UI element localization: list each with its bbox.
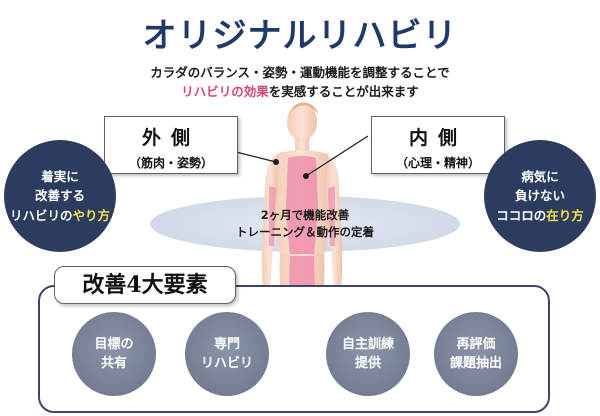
element-line2: 提供 <box>354 356 381 371</box>
page-title: オリジナルリハビリ <box>142 16 458 56</box>
center-text-line1: 2ヶ月で機能改善 <box>260 208 350 222</box>
element-line2: 課題抽出 <box>449 356 502 371</box>
element-goal-sharing: 目標の 共有 <box>72 312 156 396</box>
element-line1: 目標の <box>94 336 134 352</box>
right-circle-line3: ココロの在り方 <box>496 206 584 225</box>
left-circle-line3-prefix: リハビリの <box>9 207 73 223</box>
outer-side-box: 外側 （筋肉・姿勢） <box>104 116 238 174</box>
inner-side-heading: 内側 <box>408 127 467 149</box>
inner-side-box: 内側 （心理・精神） <box>371 116 505 174</box>
element-line2: リハビリ <box>200 356 253 371</box>
outer-side-detail: （筋肉・姿勢） <box>128 156 213 170</box>
subtitle-rest: を実感することが出来ます <box>268 84 419 99</box>
center-text-line2: トレーニング＆動作の定着 <box>236 225 374 239</box>
element-line1: 再評価 <box>456 336 496 352</box>
panel-title: 改善4大要素 <box>54 266 236 304</box>
element-line1: 自主訓練 <box>341 336 394 352</box>
right-circle-mind-state: 病気に 負けない ココロの在り方 <box>484 140 596 252</box>
left-circle-line3: リハビリのやり方 <box>10 206 110 225</box>
element-self-training: 自主訓練 提供 <box>326 312 410 396</box>
right-circle-line3-highlight: 在り方 <box>546 207 584 223</box>
element-specialist-rehab: 専門 リハビリ <box>185 312 269 396</box>
element-reassessment: 再評価 課題抽出 <box>434 312 518 396</box>
left-circle-line3-highlight: やり方 <box>72 207 111 223</box>
left-circle-line2: 改善する <box>34 188 85 204</box>
right-circle-line2: 負けない <box>514 188 565 204</box>
inner-side-detail: （心理・精神） <box>395 156 480 170</box>
subtitle-line1: カラダのバランス・姿勢・運動機能を調整することで <box>150 65 450 80</box>
element-line1: 専門 <box>213 336 240 352</box>
right-circle-line3-prefix: ココロの <box>496 207 547 223</box>
outer-side-heading: 外側 <box>141 127 200 149</box>
subtitle-line2: リハビリの効果を実感することが出来ます <box>0 81 600 100</box>
right-circle-line1: 病気に <box>521 168 559 184</box>
subtitle-highlight: リハビリの効果 <box>181 84 269 99</box>
left-circle-line1: 着実に <box>41 168 79 184</box>
left-circle-rehab-method: 着実に 改善する リハビリのやり方 <box>4 140 116 252</box>
element-line2: 共有 <box>100 356 127 371</box>
